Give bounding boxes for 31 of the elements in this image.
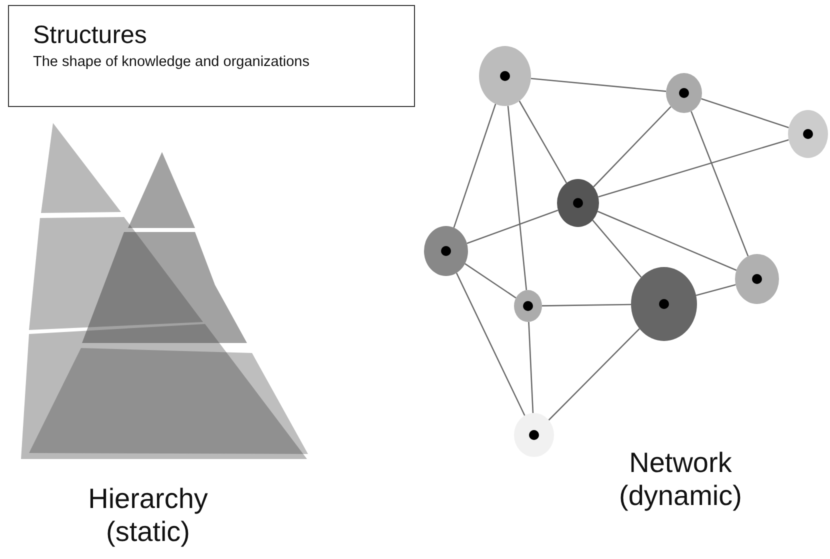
title-box bbox=[8, 5, 415, 107]
network-node bbox=[788, 110, 828, 158]
connector-line bbox=[696, 284, 736, 296]
network-node bbox=[479, 46, 531, 106]
connector-line bbox=[690, 111, 749, 256]
connector-line bbox=[507, 106, 528, 290]
network-node bbox=[514, 290, 542, 322]
caption-label: Network (dynamic) bbox=[618, 446, 743, 512]
connector-line bbox=[592, 220, 642, 278]
network-node bbox=[557, 179, 599, 227]
network-node bbox=[424, 226, 468, 276]
connector-line bbox=[456, 272, 526, 416]
connector-line bbox=[598, 139, 789, 198]
connector-line bbox=[453, 104, 496, 228]
connector-line bbox=[518, 100, 568, 184]
connector-line bbox=[466, 210, 558, 244]
connector-line bbox=[528, 322, 534, 414]
network-node bbox=[666, 73, 702, 113]
connector-line bbox=[464, 263, 516, 298]
network-node bbox=[631, 267, 697, 341]
subtitle: The shape of knowledge and organizations bbox=[33, 54, 310, 70]
connector-line bbox=[597, 210, 737, 271]
connector-line bbox=[530, 78, 666, 92]
connector-line bbox=[542, 304, 632, 306]
network-node bbox=[735, 254, 779, 304]
connector-line bbox=[593, 106, 672, 188]
connector-line bbox=[548, 328, 640, 421]
connector-line bbox=[701, 98, 789, 128]
title: Structures bbox=[33, 20, 148, 50]
caption-label: Hierarchy (static) bbox=[87, 482, 209, 548]
network-node bbox=[514, 413, 554, 457]
